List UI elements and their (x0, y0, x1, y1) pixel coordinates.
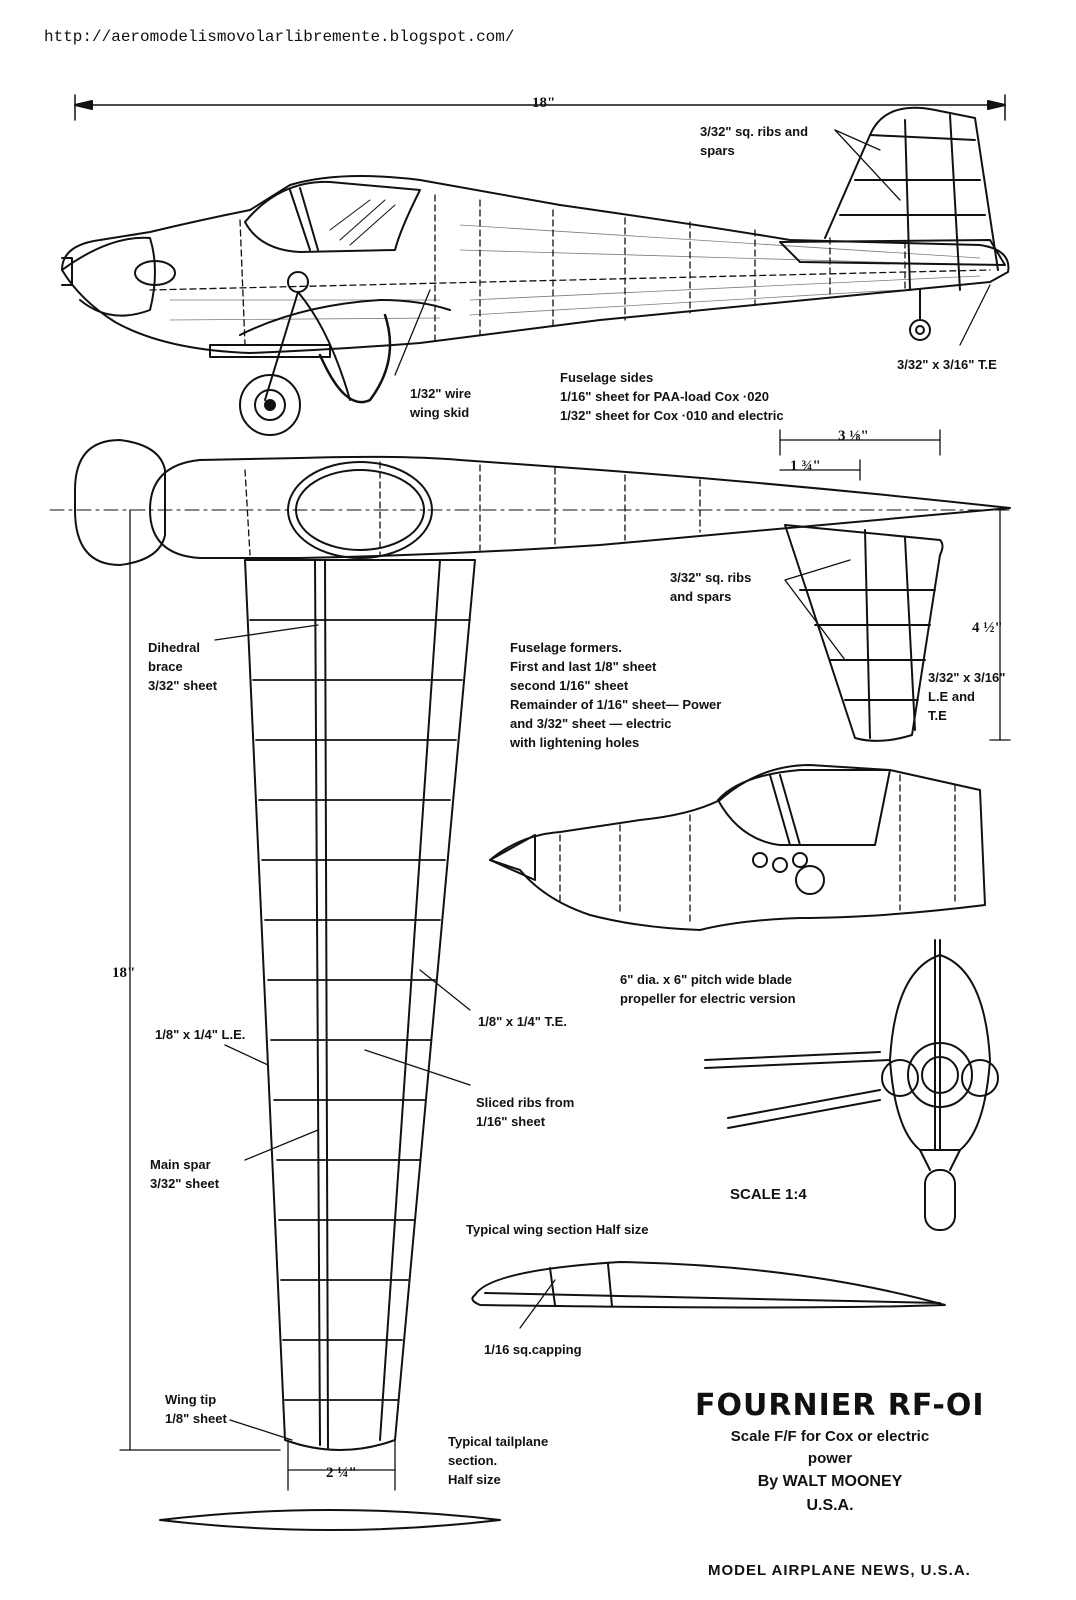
side-canopy (244, 180, 421, 253)
wing-le-label: 1/8" x 1/4" L.E. (155, 1027, 246, 1042)
source-url[interactable]: http://aeromodelismovolarlibremente.blog… (44, 28, 515, 46)
tip-chord-dimension: 2 ¼" (326, 1465, 357, 1481)
fuselage-detail-view (489, 764, 986, 931)
side-fuselage-outline (61, 175, 1010, 354)
tail-wheel (909, 319, 931, 341)
tailplane-section (159, 1509, 501, 1531)
top-fuselage-outline (149, 455, 1011, 559)
plan-subtitle-line1: Scale F/F for Cox or electric (730, 1428, 930, 1445)
wing-span-dimension: 18" (112, 965, 136, 981)
scale-label: SCALE 1:4 (730, 1186, 807, 1203)
plan-author: By WALT MOONEY (757, 1473, 903, 1490)
front-view (704, 939, 999, 1231)
tail-height-dimension: 4 ½" (972, 620, 1003, 636)
side-fin-rudder (824, 106, 999, 271)
wing-section-label: Typical wing section Half size (466, 1222, 649, 1237)
top-view-fuselage (49, 429, 1011, 741)
fuselage-formers-label: Fuselage formers.First and last 1/8" she… (510, 640, 722, 750)
publisher-credit: MODEL AIRPLANE NEWS, U.S.A. (708, 1562, 971, 1579)
side-view-fuselage (61, 94, 1010, 436)
fin-te-label: 3/32" x 3/16" T.E (897, 357, 997, 372)
fuselage-length-dimension: 18" (532, 95, 556, 111)
plan-subtitle-line2: power (807, 1450, 853, 1467)
capping-label: 1/16 sq.capping (484, 1342, 582, 1357)
wing-plan (119, 509, 476, 1491)
plan-country: U.S.A. (806, 1497, 854, 1514)
wing-section (471, 1261, 946, 1329)
plan-title: FOURNIER RF-OI (695, 1388, 985, 1423)
tail-root-dimension: 1 ¾" (790, 458, 821, 474)
wing-te-label: 1/8" x 1/4" T.E. (478, 1014, 567, 1029)
main-wheel (239, 374, 301, 436)
top-stabilizer (784, 524, 944, 742)
tail-span-dimension: 3 ⅛" (838, 428, 869, 444)
